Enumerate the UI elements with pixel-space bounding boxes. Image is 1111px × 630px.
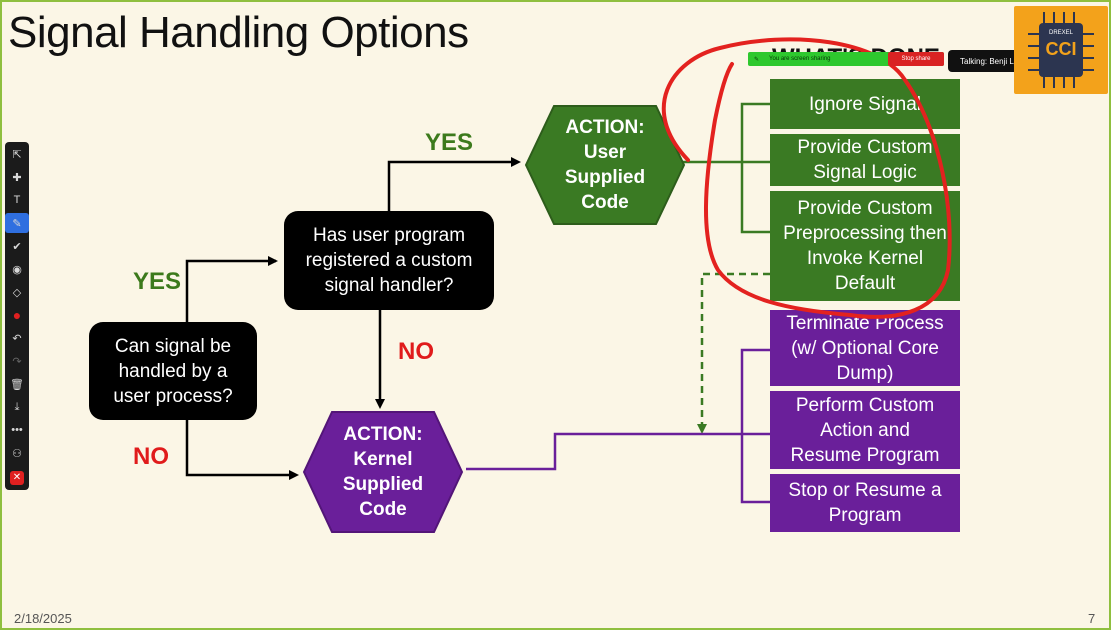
option-custom-signal-logic-text: Provide Custom Signal Logic [797,137,933,183]
label-no-2: NO [398,338,434,365]
plus-icon[interactable]: ✚ [12,171,22,184]
user-action-line-4: Code [581,192,629,213]
option-ignore-signal-text: Ignore Signal [809,93,921,115]
people-icon[interactable]: ⚇ [12,447,22,460]
option-stop-resume: Stop or Resume a Program [770,474,960,532]
slide-page-number: 7 [1088,611,1096,626]
option-custom-preprocessing: Provide Custom Preprocessing then Invoke… [770,191,960,301]
decision-registered-handler: Has user program registered a custom sig… [284,211,494,310]
drexel-cci-logo: DREXEL CCI [1014,6,1108,94]
undo-icon[interactable]: ↶ [12,332,22,345]
stop-share-button[interactable]: Stop share [888,52,944,66]
logo-chip-icon [1028,12,1094,88]
share-status-icon: ✎ [754,56,760,63]
label-yes-1: YES [133,268,182,295]
logo-top-text: DREXEL [1048,30,1073,36]
decision-registered-handler-text: Has user program registered a custom sig… [305,225,473,296]
close-icon[interactable]: ✕ [5,468,29,488]
user-action-label: ACTION: User Supplied Code [546,114,664,216]
user-action-hexagon [524,105,686,225]
slide-title: Signal Handling Options [8,8,469,57]
decision-can-handle-text: Can signal be handled by a user process? [113,335,233,407]
option-custom-action-resume-text: Perform Custom Action and Resume Program [790,394,940,466]
kernel-action-label: ACTION: Kernel Supplied Code [324,420,442,524]
option-terminate-process: Terminate Process (w/ Optional Core Dump… [770,310,960,386]
kernel-action-line-1: ACTION: [343,424,423,445]
option-custom-signal-logic: Provide Custom Signal Logic [770,134,960,186]
eraser-icon[interactable]: ◇ [12,286,22,299]
text-icon[interactable]: T [13,194,21,206]
option-custom-action-resume: Perform Custom Action and Resume Program [770,391,960,469]
user-action-line-3: Supplied [564,167,646,188]
user-action-line-2: User [583,142,627,163]
kernel-action-hexagon [302,411,464,533]
logo-bottom-text: CCI [1045,39,1077,59]
kernel-action-line-4: Code [359,499,407,520]
label-yes-2: YES [425,129,474,156]
red-dot-icon[interactable]: ● [12,307,22,323]
download-icon[interactable]: ⤓ [14,400,20,413]
option-ignore-signal: Ignore Signal [770,79,960,129]
trash-icon[interactable]: 🗑 [10,378,24,391]
option-custom-preprocessing-text: Provide Custom Preprocessing then Invoke… [783,198,947,294]
pen-icon[interactable]: ✎ [5,213,29,233]
option-stop-resume-text: Stop or Resume a Program [788,480,942,526]
annotation-toolbar: ⇱ ✚ T ✎ ✔ ◉ ◇ ● ↶ ↷ 🗑 ⤓ ••• ⚇ ✕ [5,142,29,490]
label-no-1: NO [133,443,169,470]
more-icon[interactable]: ••• [11,424,23,436]
option-terminate-process-text: Terminate Process (w/ Optional Core Dump… [786,312,944,384]
slide-date: 2/18/2025 [14,611,72,626]
talking-text: Talking: Benji Lilley [960,56,1028,66]
share-status-text: You are screen sharing [769,56,831,62]
target-icon[interactable]: ◉ [12,263,22,276]
decision-can-handle: Can signal be handled by a user process? [89,322,257,420]
check-icon[interactable]: ✔ [12,240,22,253]
kernel-action-line-3: Supplied [342,474,424,495]
kernel-action-line-2: Kernel [353,449,413,470]
pointer-icon[interactable]: ⇱ [12,148,22,161]
user-action-line-1: ACTION: [565,117,645,138]
stop-share-label: Stop share [901,56,931,62]
redo-icon[interactable]: ↷ [12,355,22,368]
